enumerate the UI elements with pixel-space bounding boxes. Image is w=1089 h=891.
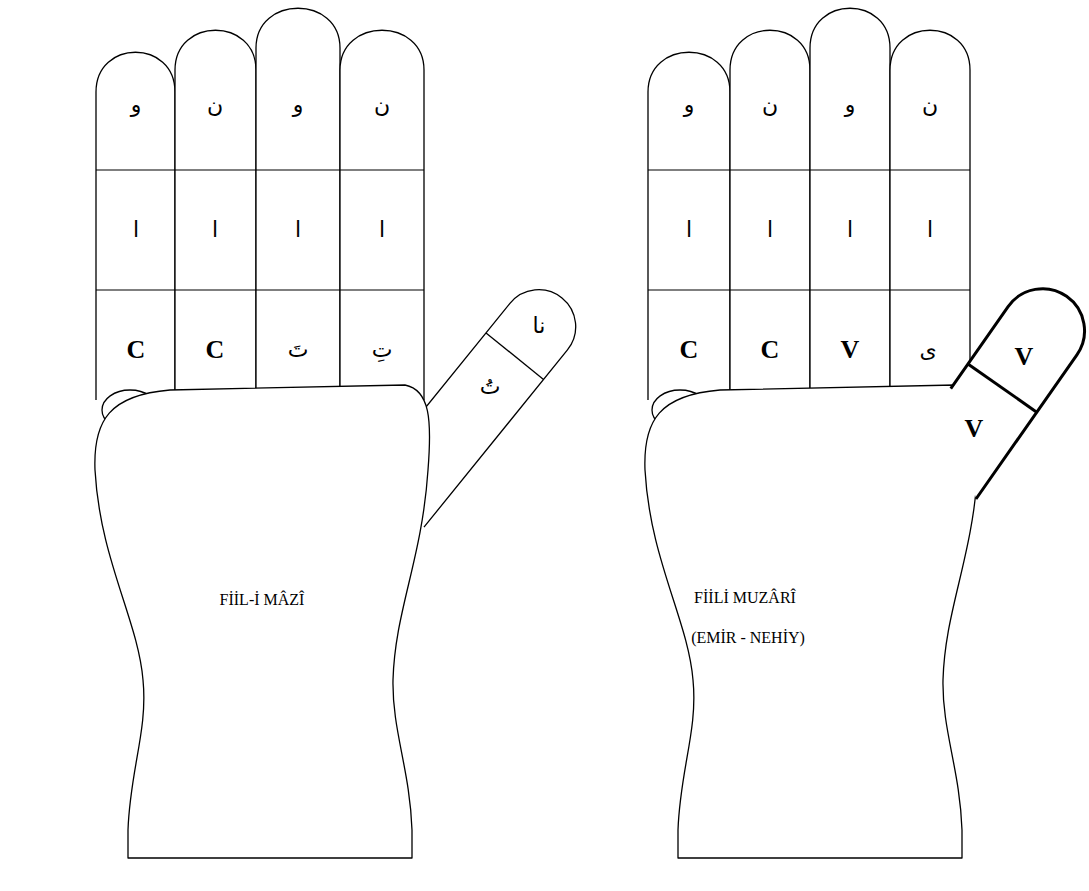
letter-label: و bbox=[684, 92, 695, 117]
finger-outline bbox=[890, 30, 970, 400]
finger-cell: نا bbox=[530, 310, 549, 341]
letter-label: C bbox=[206, 335, 225, 365]
letter-label: ى bbox=[919, 337, 936, 362]
letter-label: ا bbox=[847, 217, 853, 242]
finger-outline bbox=[340, 30, 424, 400]
finger-cell: و bbox=[842, 89, 859, 120]
finger-cell: و bbox=[681, 89, 698, 120]
finger-cell: تَ bbox=[285, 334, 312, 365]
finger-cell: ن bbox=[919, 89, 941, 120]
finger-cell: ا bbox=[924, 214, 936, 245]
finger-cell: C bbox=[758, 332, 783, 368]
finger-cell: V bbox=[962, 411, 987, 447]
letter-label: C bbox=[680, 335, 699, 365]
finger-cell: ا bbox=[130, 214, 142, 245]
finger-cell: V bbox=[838, 332, 863, 368]
row-divider bbox=[96, 289, 424, 290]
hand-illustration bbox=[635, 0, 1087, 870]
letter-label: ن bbox=[762, 92, 778, 117]
row-divider bbox=[96, 169, 424, 170]
letter-label: ن bbox=[374, 92, 390, 117]
letter-label: V bbox=[965, 414, 984, 444]
palm-label: FİİL-İ MÂZÎ bbox=[220, 591, 305, 609]
finger-outline bbox=[96, 52, 175, 400]
letter-label: ا bbox=[133, 217, 139, 242]
letter-label: نا bbox=[533, 313, 546, 338]
finger-cell: C bbox=[677, 332, 702, 368]
letter-label: تَ bbox=[288, 337, 309, 362]
hand-illustration bbox=[85, 0, 600, 870]
letter-label: ا bbox=[686, 217, 692, 242]
finger-cell: C bbox=[124, 332, 149, 368]
letter-label: ن bbox=[922, 92, 938, 117]
finger-cell: ن bbox=[759, 89, 781, 120]
palm-outline bbox=[95, 385, 430, 858]
letter-label: ا bbox=[379, 217, 385, 242]
finger-cell: ا bbox=[376, 214, 388, 245]
finger-cell: تُ bbox=[477, 371, 504, 402]
letter-label: ا bbox=[295, 217, 301, 242]
finger-cell: ا bbox=[209, 214, 221, 245]
finger-outline bbox=[730, 30, 810, 400]
letter-label: ا bbox=[212, 217, 218, 242]
letter-label: تُ bbox=[480, 374, 501, 399]
finger-cell: ن bbox=[371, 89, 393, 120]
finger-cell: ا bbox=[292, 214, 304, 245]
letter-label: ا bbox=[767, 217, 773, 242]
letter-label: و bbox=[293, 92, 304, 117]
letter-label: و bbox=[131, 92, 142, 117]
finger-cell: تِ bbox=[369, 334, 396, 365]
letter-label: تِ bbox=[372, 337, 393, 362]
thumb-shape bbox=[907, 272, 1087, 499]
letter-label: V bbox=[841, 335, 860, 365]
letter-label: C bbox=[761, 335, 780, 365]
finger-cell: ا bbox=[844, 214, 856, 245]
finger-cell: C bbox=[203, 332, 228, 368]
finger-cell: ن bbox=[204, 89, 226, 120]
finger-outline bbox=[648, 52, 730, 400]
palm-outline bbox=[645, 385, 980, 858]
row-divider bbox=[648, 169, 970, 170]
hand-figure: FİİL-İ MÂZÎونونااااCCتَتِناتُ bbox=[85, 0, 600, 870]
thumb-outline bbox=[907, 272, 1087, 499]
finger-cell: و bbox=[128, 89, 145, 120]
thumb-divider bbox=[486, 333, 544, 380]
palm-label: (EMİR - NEHİY) bbox=[691, 629, 805, 647]
finger-cell: V bbox=[1012, 339, 1037, 375]
row-divider bbox=[648, 289, 970, 290]
letter-label: ا bbox=[927, 217, 933, 242]
letter-label: C bbox=[127, 335, 146, 365]
palm-label: FİİLİ MUZÂRÎ bbox=[694, 589, 796, 607]
finger-outline bbox=[256, 8, 340, 400]
finger-cell: ى bbox=[916, 334, 939, 365]
finger-outline bbox=[175, 30, 256, 400]
finger-cell: ا bbox=[764, 214, 776, 245]
hand-figure: FİİLİ MUZÂRÎ (EMİR - NEHİY) و ن و ن ا ا ا ا C C V ى V V bbox=[635, 0, 1087, 870]
finger-cell: ا bbox=[683, 214, 695, 245]
finger-cell: و bbox=[290, 89, 307, 120]
finger-outline bbox=[810, 8, 890, 400]
thumb-divider bbox=[968, 364, 1037, 412]
letter-label: ن bbox=[207, 92, 223, 117]
letter-label: V bbox=[1015, 342, 1034, 372]
letter-label: و bbox=[845, 92, 856, 117]
